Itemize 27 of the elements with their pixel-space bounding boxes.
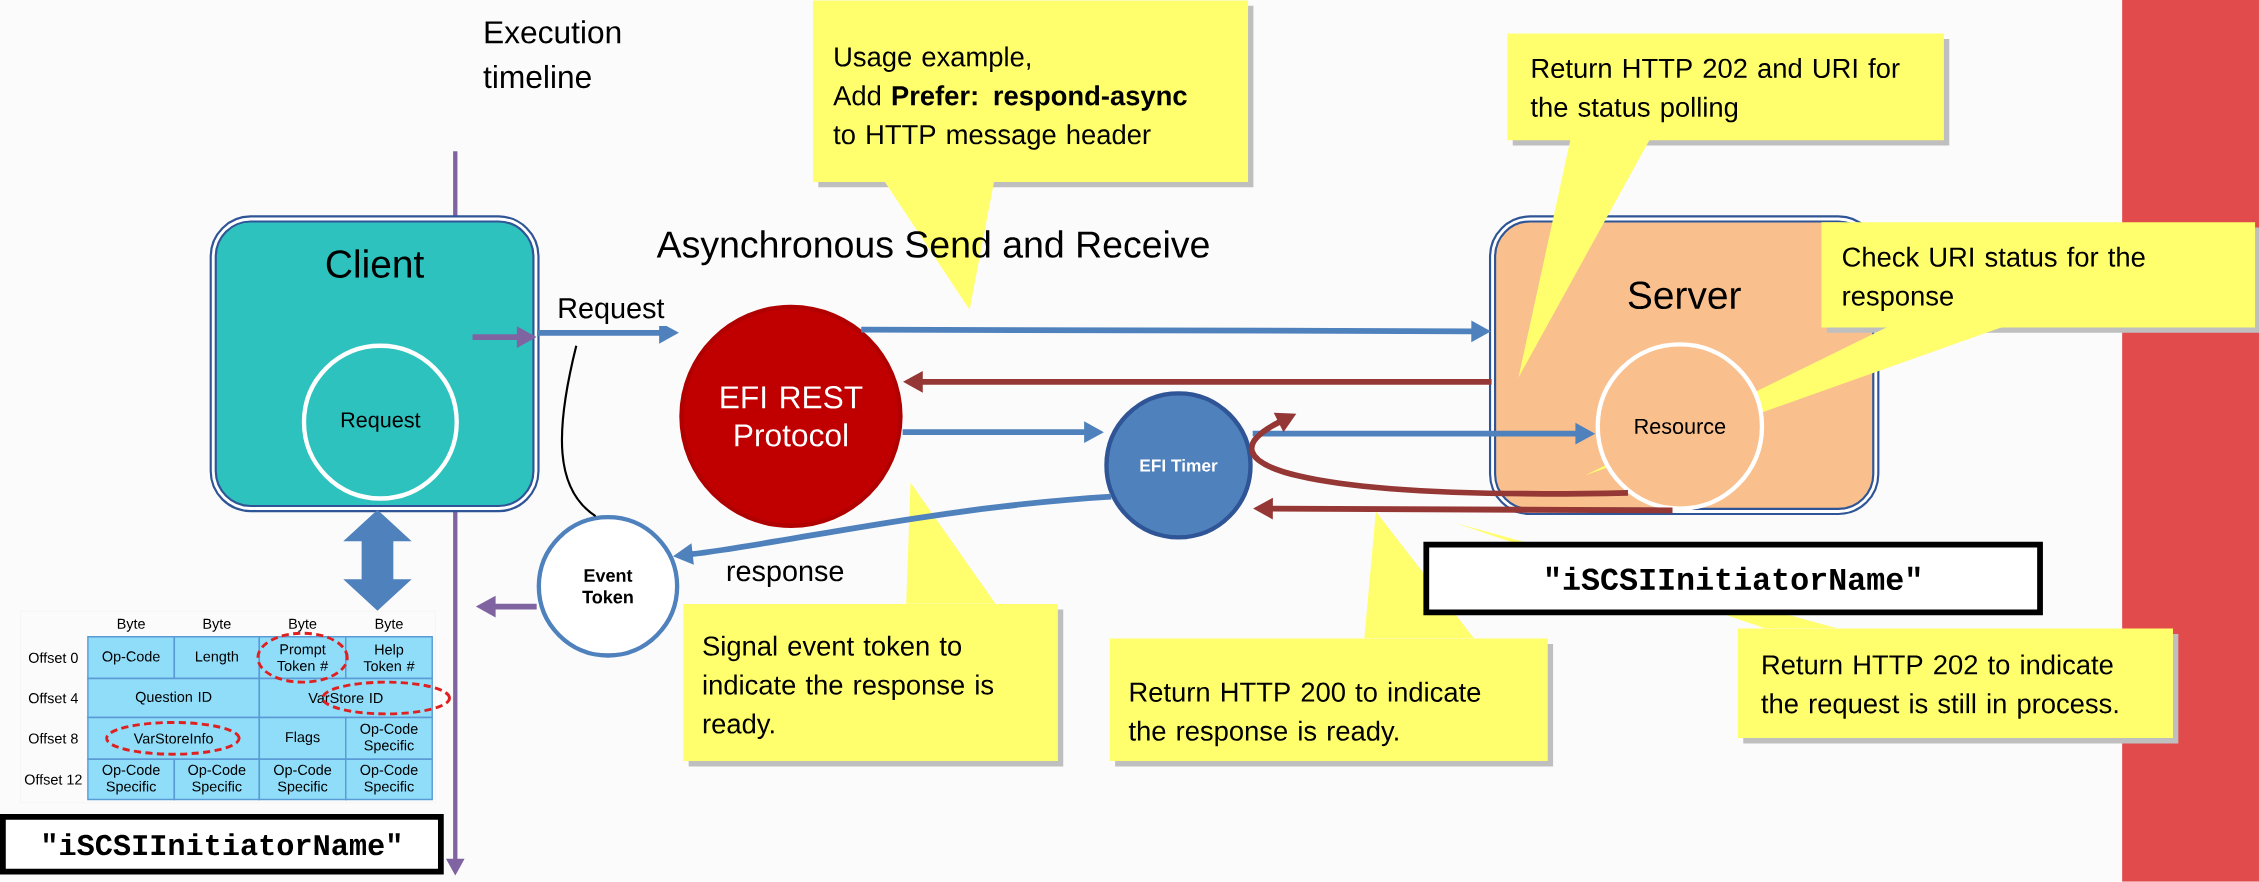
table-cell: Op-Code Specific [258,758,347,801]
arrow [1249,412,1628,497]
table-cell: Prompt Token # [258,636,347,680]
table-cell: Op-Code Specific [87,758,176,801]
row-header: Offset 4 [28,692,78,704]
row-header: Offset 8 [28,733,78,744]
table-cell: Flags [258,716,347,761]
table-cell: Op-Code Specific [345,758,433,801]
column-header: Byte [375,618,403,632]
column-header: Byte [117,618,145,632]
table-cell: Op-Code [87,636,176,680]
text-box: "iSCSIInitiatorName" [1423,541,2043,616]
table-cell: VarStore ID [258,678,433,719]
connector-line [560,345,597,518]
timeline-label: Execution timeline [483,20,621,89]
table-cell: Question ID [87,678,261,719]
table-cell: Length [173,636,261,680]
row-header: Offset 0 [28,652,78,664]
row-header: Offset 12 [24,774,82,785]
column-header: Byte [203,618,231,632]
table-cell: Help Token # [345,636,433,680]
edge-label: Request [555,296,667,327]
edge-label: response [723,563,847,590]
text-box: "iSCSIInitiatorName" [0,814,444,875]
column-header: Byte [289,618,317,632]
table-cell: Op-Code Specific [173,758,261,801]
table-cell: Op-Code Specific [345,716,433,761]
